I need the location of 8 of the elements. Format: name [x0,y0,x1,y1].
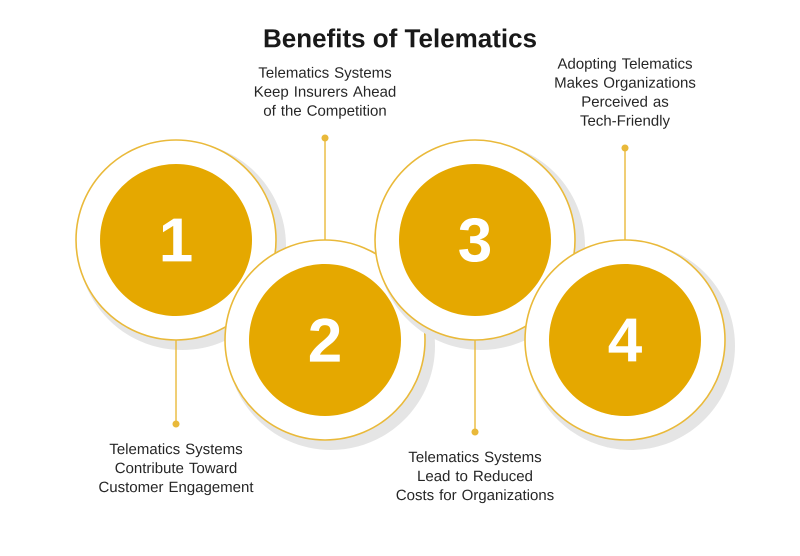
benefit-text: Adopting Telematics Makes Organizations Perceived as Tech-Friendly [555,58,696,129]
leader-line [622,144,628,240]
leader-line [172,340,180,428]
benefit-text: Telematics Systems Lead to Reduced Costs for Organizations [396,451,554,504]
leader-line [472,340,478,436]
title: Benefits of Telematics [264,28,536,48]
leader-line [322,134,328,240]
benefit-text: Telematics Systems Keep Insurers Ahead of the Competition [254,66,396,119]
